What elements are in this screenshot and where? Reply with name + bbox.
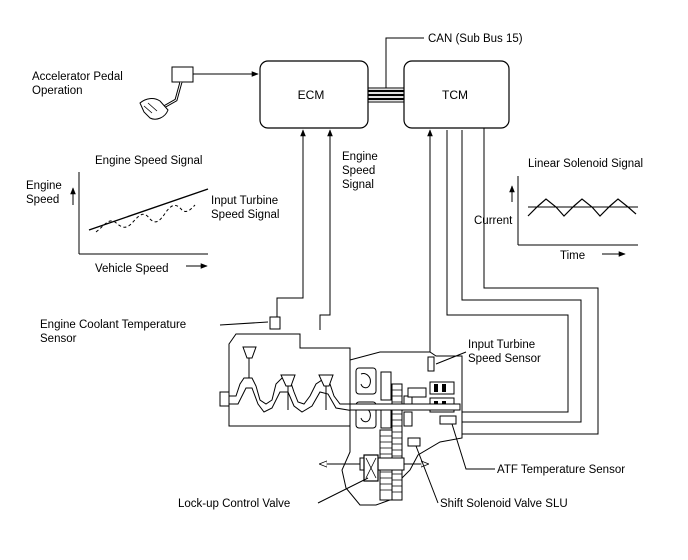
transmission: [320, 351, 463, 506]
accelerator-label-2: Operation: [32, 85, 83, 97]
engine-speed-line: [88, 188, 209, 231]
engine-speed-graph: [78, 172, 209, 255]
graph-series-dashed-2: Speed Signal: [211, 209, 279, 221]
accelerator-pedal-icon: [139, 66, 194, 120]
time-label: Time: [560, 250, 585, 262]
input-turbine-sensor: [427, 356, 435, 372]
graph-ylabel-1: Engine: [26, 180, 62, 192]
slu-leader: [415, 445, 439, 504]
slu-valve-label: Shift Solenoid Valve SLU: [440, 498, 568, 510]
input-shaft: [349, 403, 461, 411]
input-turbine-leader: [435, 351, 467, 365]
ecm-label: ECM: [298, 88, 325, 102]
coolant-sensor: [269, 316, 281, 330]
graph-series-dashed-1: Input Turbine: [211, 195, 278, 207]
accelerator-label-1: Accelerator Pedal: [32, 71, 123, 83]
atf-leader: [451, 423, 495, 470]
engine-speed-signal-label-3: Signal: [342, 179, 374, 191]
graph-ylabel-2: Speed: [26, 194, 59, 206]
engine-speed-signal-label-2: Speed: [342, 165, 375, 177]
lockup-leader: [317, 477, 369, 504]
tcm-box: [403, 60, 510, 129]
graph-title: Engine Speed Signal: [95, 155, 202, 167]
current-label: Current: [474, 215, 513, 227]
tcm-label: TCM: [442, 88, 468, 102]
can-bus: [367, 37, 424, 103]
atf-sensor-label: ATF Temperature Sensor: [497, 464, 625, 476]
can-bus-label: CAN (Sub Bus 15): [428, 33, 523, 45]
graph-xlabel: Vehicle Speed: [95, 263, 169, 275]
ecm-box: [259, 60, 369, 129]
coolant-leader: [219, 321, 269, 326]
coolant-sensor-label-1: Engine Coolant Temperature: [40, 319, 186, 331]
lockup-valve-label: Lock-up Control Valve: [178, 498, 290, 510]
linear-solenoid-graph: [517, 176, 638, 246]
engine-speed-signal-label-1: Engine: [342, 151, 378, 163]
input-turbine-label-2: Speed Sensor: [468, 353, 541, 365]
input-turbine-line: [95, 204, 196, 233]
input-turbine-label-1: Input Turbine: [468, 339, 535, 351]
linear-solenoid-label: Linear Solenoid Signal: [528, 158, 643, 170]
gear-stack: [391, 383, 403, 501]
coolant-sensor-label-2: Sensor: [40, 333, 77, 345]
engine-block: [219, 316, 361, 427]
slu-valve: [407, 437, 421, 447]
atf-sensor: [439, 415, 457, 425]
